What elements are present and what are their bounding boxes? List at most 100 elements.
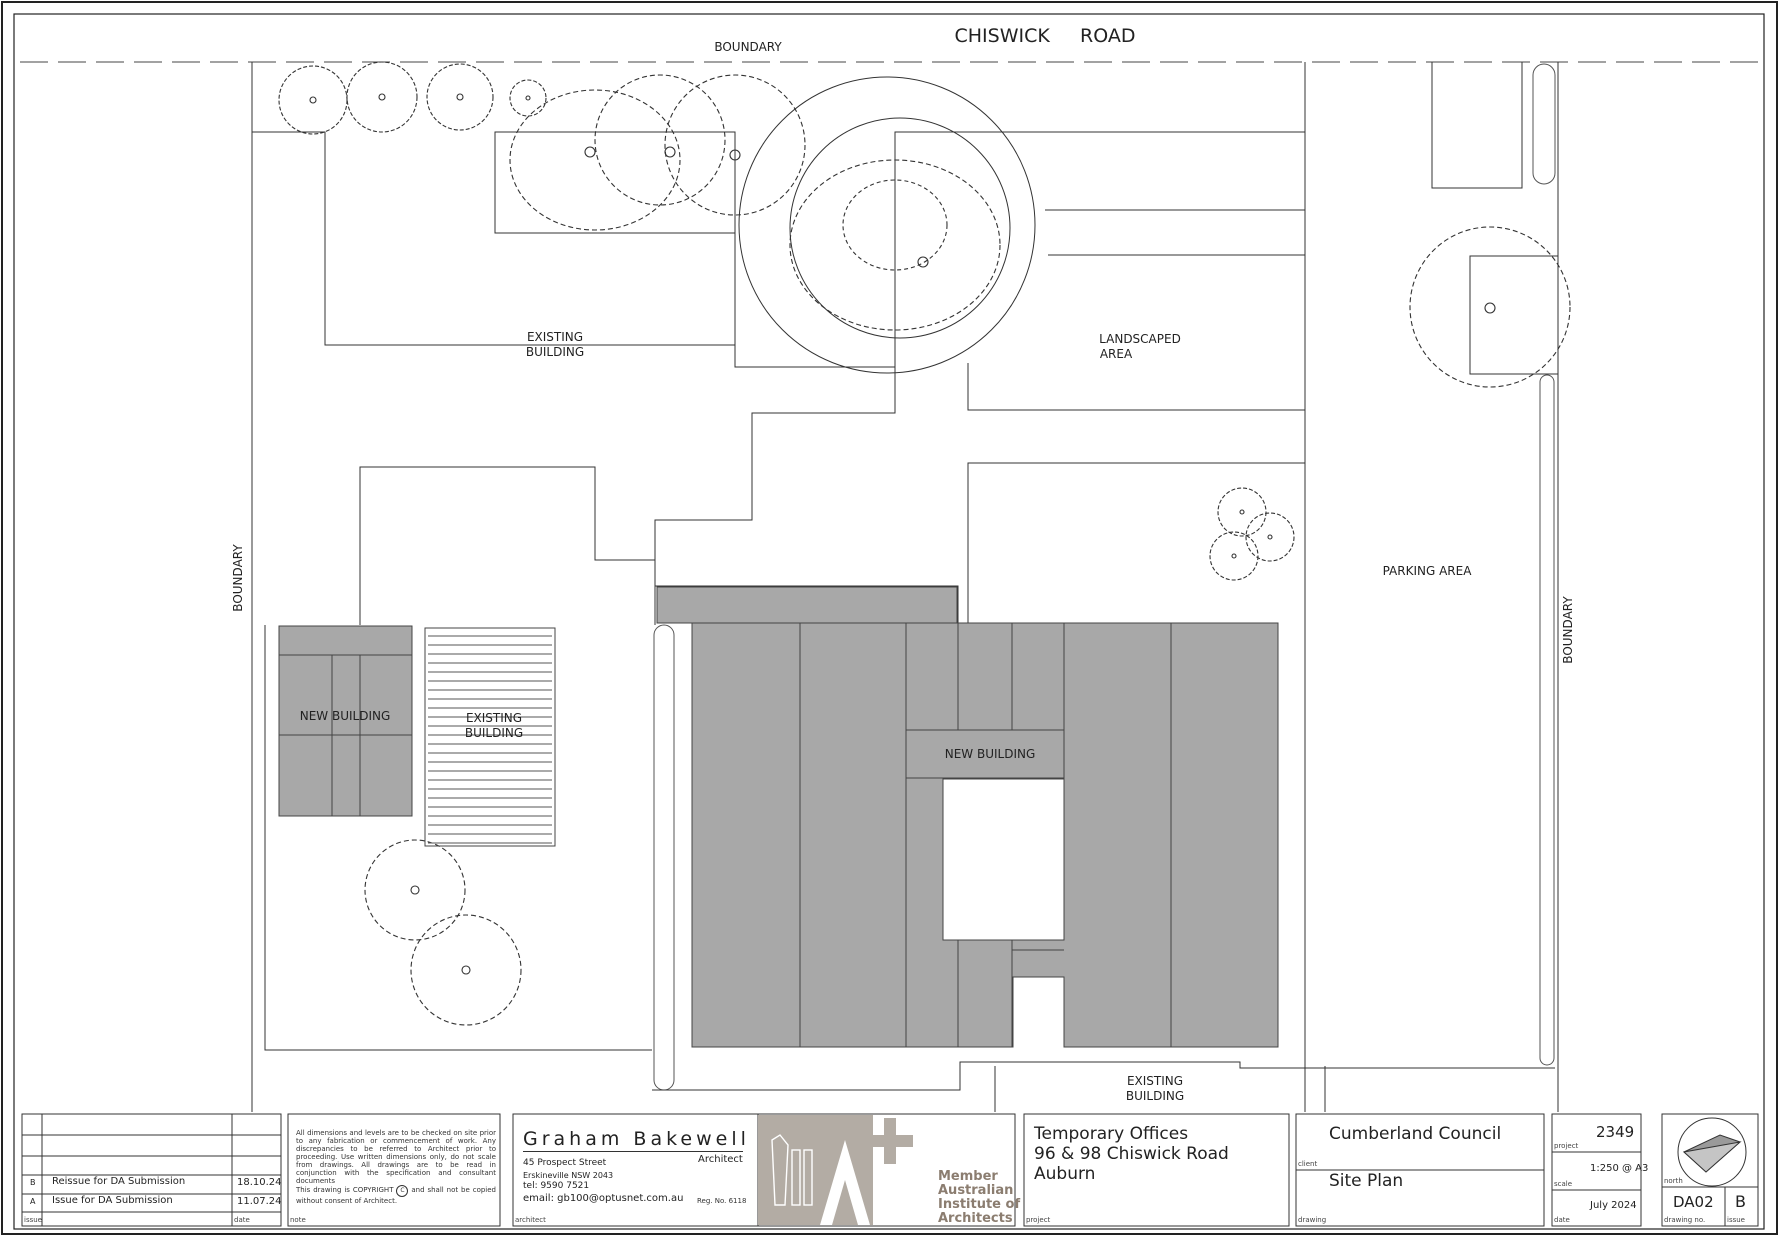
date-label: date xyxy=(1554,1216,1570,1224)
new-building-left xyxy=(278,625,413,817)
existing-building-label-1a: EXISTING xyxy=(527,330,583,344)
note-label: note xyxy=(290,1216,306,1224)
scale-label: scale xyxy=(1554,1180,1573,1188)
tree xyxy=(1409,226,1571,388)
title-block-frame xyxy=(21,1113,1759,1227)
stair-treads xyxy=(428,635,552,844)
drawing-name: Site Plan xyxy=(1329,1171,1404,1191)
tree xyxy=(664,74,806,216)
architect-tel: tel: 9590 7521 xyxy=(523,1181,590,1191)
project-number-label: project xyxy=(1554,1142,1579,1150)
tree xyxy=(1245,512,1295,562)
architect-email: email: gb100@optusnet.com.au xyxy=(523,1193,684,1204)
trees xyxy=(278,61,1571,1026)
tree xyxy=(346,61,418,133)
existing-building-block xyxy=(1469,255,1559,375)
parking-area-label: PARKING AREA xyxy=(1383,564,1473,578)
aia-logo-text-4: Architects xyxy=(938,1211,1013,1226)
architect-label: architect xyxy=(515,1216,546,1224)
aia-logo-figures xyxy=(771,1134,813,1206)
tree xyxy=(364,839,466,941)
tree xyxy=(410,914,522,1026)
architect-name: Graham Bakewell xyxy=(523,1128,750,1150)
existing-building-2 xyxy=(424,627,556,847)
aia-logo-plus xyxy=(867,1118,913,1164)
rev-a-date: 11.07.24 xyxy=(237,1196,282,1207)
boundary-right-label: BOUNDARY xyxy=(1561,596,1575,664)
drawing-label: drawing xyxy=(1298,1216,1327,1224)
north-label: north xyxy=(1664,1177,1683,1185)
hedge-center xyxy=(653,624,675,1091)
aia-logo-text: Member Australian Institute of Architect… xyxy=(938,1170,1020,1226)
canopy xyxy=(656,586,958,624)
tree xyxy=(509,79,547,117)
boundary-left-label: BOUNDARY xyxy=(231,544,245,612)
copyright-icon: C xyxy=(396,1185,409,1197)
project-line-2: 96 & 98 Chiswick Road xyxy=(1034,1144,1229,1164)
note-text-3: and shall not be copied without consent … xyxy=(296,1186,496,1205)
project-title: Temporary Offices 96 & 98 Chiswick Road … xyxy=(1034,1124,1229,1184)
existing-building-steps-2 xyxy=(654,520,959,625)
existing-building-3-outline xyxy=(652,1061,1555,1091)
rev-b-description: Reissue for DA Submission xyxy=(52,1176,186,1187)
tree xyxy=(594,74,726,206)
hedge-right-top xyxy=(1532,63,1556,185)
project-label: project xyxy=(1026,1216,1051,1224)
tree xyxy=(789,159,1001,331)
existing-building-3-label-a: EXISTING xyxy=(1127,1074,1183,1088)
new-building-main-label: NEW BUILDING xyxy=(945,747,1036,761)
tree xyxy=(1209,531,1259,581)
architect-address-1: 45 Prospect Street xyxy=(523,1158,607,1168)
architect-reg: Reg. No. 6118 xyxy=(697,1197,747,1205)
rev-b-issue: B xyxy=(30,1178,36,1187)
project-line-3: Auburn xyxy=(1034,1164,1096,1184)
aia-logo-a-shape xyxy=(820,1140,870,1225)
project-number: 2349 xyxy=(1596,1123,1635,1141)
scale-value: 1:250 @ A3 xyxy=(1590,1163,1649,1174)
landscaped-area-outline-4 xyxy=(967,462,1305,625)
courtyard xyxy=(942,778,1065,941)
project-line-1: Temporary Offices xyxy=(1034,1124,1189,1144)
drawing-number: DA02 xyxy=(1673,1193,1714,1211)
site-boundary xyxy=(251,62,1559,1112)
tree-circle-outer xyxy=(738,76,1036,374)
aia-logo-text-1: Member xyxy=(938,1169,998,1184)
rev-date-header: date xyxy=(234,1216,250,1224)
tree xyxy=(842,179,948,271)
note-text-2: This drawing is COPYRIGHT xyxy=(296,1186,394,1194)
date-value: July 2024 xyxy=(1590,1200,1637,1211)
new-building-main-label-box xyxy=(905,729,1065,779)
existing-building-label-1b: BUILDING xyxy=(526,345,584,359)
tree xyxy=(278,65,348,135)
parking-area-outline xyxy=(1431,62,1523,189)
boundary-top-label: BOUNDARY xyxy=(714,40,782,54)
rev-a-issue: A xyxy=(30,1197,36,1206)
aia-logo-text-2: Australian xyxy=(938,1183,1014,1198)
existing-building-2-label-a: EXISTING xyxy=(466,711,522,725)
landscaped-area-outline-3 xyxy=(967,363,1305,411)
tree xyxy=(509,89,681,231)
tree xyxy=(1217,487,1267,537)
architect-role: Architect xyxy=(698,1154,743,1165)
rev-a-description: Issue for DA Submission xyxy=(52,1195,173,1206)
inner-border xyxy=(13,13,1765,1230)
client-name: Cumberland Council xyxy=(1329,1124,1502,1144)
new-building-grid xyxy=(799,623,1172,1047)
new-building-left-label: NEW BUILDING xyxy=(300,709,391,723)
issue-value: B xyxy=(1735,1192,1746,1211)
landscaped-area-label-b: AREA xyxy=(1100,347,1133,361)
north-arrow-icon xyxy=(1677,1117,1747,1187)
tree xyxy=(426,63,494,131)
road-label: CHISWICK ROAD xyxy=(955,25,1136,47)
landscaped-area-label-a: LANDSCAPED xyxy=(1099,332,1181,346)
note-text-1: All dimensions and levels are to be chec… xyxy=(296,1129,496,1185)
architect-name-rule xyxy=(523,1151,743,1152)
rev-b-date: 18.10.24 xyxy=(237,1177,282,1188)
rev-issue-header: issue xyxy=(24,1216,42,1224)
issue-label: issue xyxy=(1727,1216,1745,1224)
existing-building-2-label-b: BUILDING xyxy=(465,726,523,740)
client-label: client xyxy=(1298,1160,1318,1168)
hedge-right-bottom xyxy=(1539,374,1555,1066)
